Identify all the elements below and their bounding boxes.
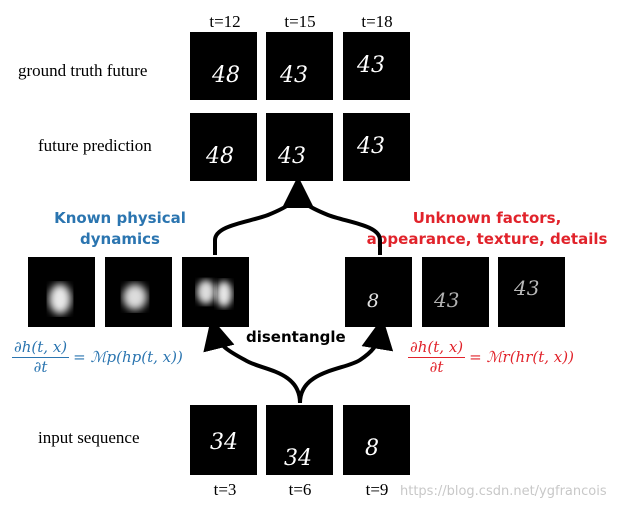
input-frame-2: 34: [266, 405, 333, 475]
row-label-prediction: future prediction: [38, 136, 152, 155]
watermark-text: https://blog.csdn.net/ygfrancois: [400, 484, 607, 499]
residual-equation-denominator: ∂t: [429, 358, 444, 376]
input-frame-3: 8: [343, 405, 410, 475]
blob-shape: [216, 281, 232, 307]
arrow-input-to-physical: [203, 317, 302, 404]
prediction-frame-2: 43: [266, 113, 333, 181]
residual-digit-1: 8: [367, 290, 379, 312]
input-frame-1: 34: [190, 405, 257, 475]
time-label-bottom-3: t=9: [365, 480, 389, 499]
ground-truth-frame-3: 43: [343, 32, 410, 100]
physical-equation-rhs: = ℳp(hp(t, x)): [73, 348, 183, 366]
input-digit-1: 34: [210, 430, 238, 455]
time-label-bottom-2: t=6: [288, 480, 312, 499]
ground-truth-digit-3: 43: [356, 53, 385, 78]
input-digit-3: 8: [365, 436, 379, 461]
blob-shape: [197, 280, 215, 304]
residual-digit-3: 43: [513, 276, 539, 300]
arrow-physical-to-prediction: [213, 189, 300, 255]
ground-truth-frame-2: 43: [266, 32, 333, 100]
row-label-ground-truth: ground truth future: [18, 61, 148, 80]
arrow-input-to-residual: [298, 317, 394, 404]
residual-equation-rhs: = ℳr(hr(t, x)): [469, 348, 574, 366]
arrow-residual-to-prediction: [282, 176, 382, 255]
time-label-bottom-1: t=3: [213, 480, 237, 499]
physical-equation: ∂h(t, x) ∂t = ℳp(hp(t, x)): [12, 338, 183, 376]
time-label-top-1: t=12: [209, 12, 241, 31]
residual-equation-fraction: ∂h(t, x) ∂t: [408, 338, 466, 376]
row-label-input: input sequence: [38, 428, 140, 447]
left-heading: Known physical dynamics: [54, 209, 186, 248]
time-label-top-3: t=18: [361, 12, 393, 31]
blob-shape: [49, 284, 71, 314]
residual-component-frame-1: 8: [345, 257, 412, 327]
ground-truth-frame-1: 48: [190, 32, 257, 100]
physical-component-frame-3: [182, 257, 249, 327]
prediction-frame-1: 48: [190, 113, 257, 181]
prediction-digit-2: 43: [277, 144, 306, 169]
time-label-top-2: t=15: [284, 12, 316, 31]
physical-component-frame-1: [28, 257, 95, 327]
prediction-digit-3: 43: [356, 134, 385, 159]
prediction-digit-1: 48: [205, 144, 234, 169]
ground-truth-digit-1: 48: [211, 63, 240, 88]
physical-equation-numerator: ∂h(t, x): [12, 338, 70, 358]
residual-component-frame-3: 43: [498, 257, 565, 327]
ground-truth-digit-2: 43: [279, 63, 308, 88]
blob-shape: [123, 284, 147, 310]
physical-equation-fraction: ∂h(t, x) ∂t: [12, 338, 70, 376]
prediction-frame-3: 43: [343, 113, 410, 181]
residual-component-frame-2: 43: [422, 257, 489, 327]
input-digit-2: 34: [284, 446, 312, 471]
right-heading: Unknown factors, appearance, texture, de…: [366, 209, 608, 248]
residual-equation: ∂h(t, x) ∂t = ℳr(hr(t, x)): [408, 338, 574, 376]
disentangle-label: disentangle: [246, 328, 346, 346]
physical-component-frame-2: [105, 257, 172, 327]
residual-digit-2: 43: [433, 288, 459, 312]
physical-equation-denominator: ∂t: [33, 358, 48, 376]
residual-equation-numerator: ∂h(t, x): [408, 338, 466, 358]
